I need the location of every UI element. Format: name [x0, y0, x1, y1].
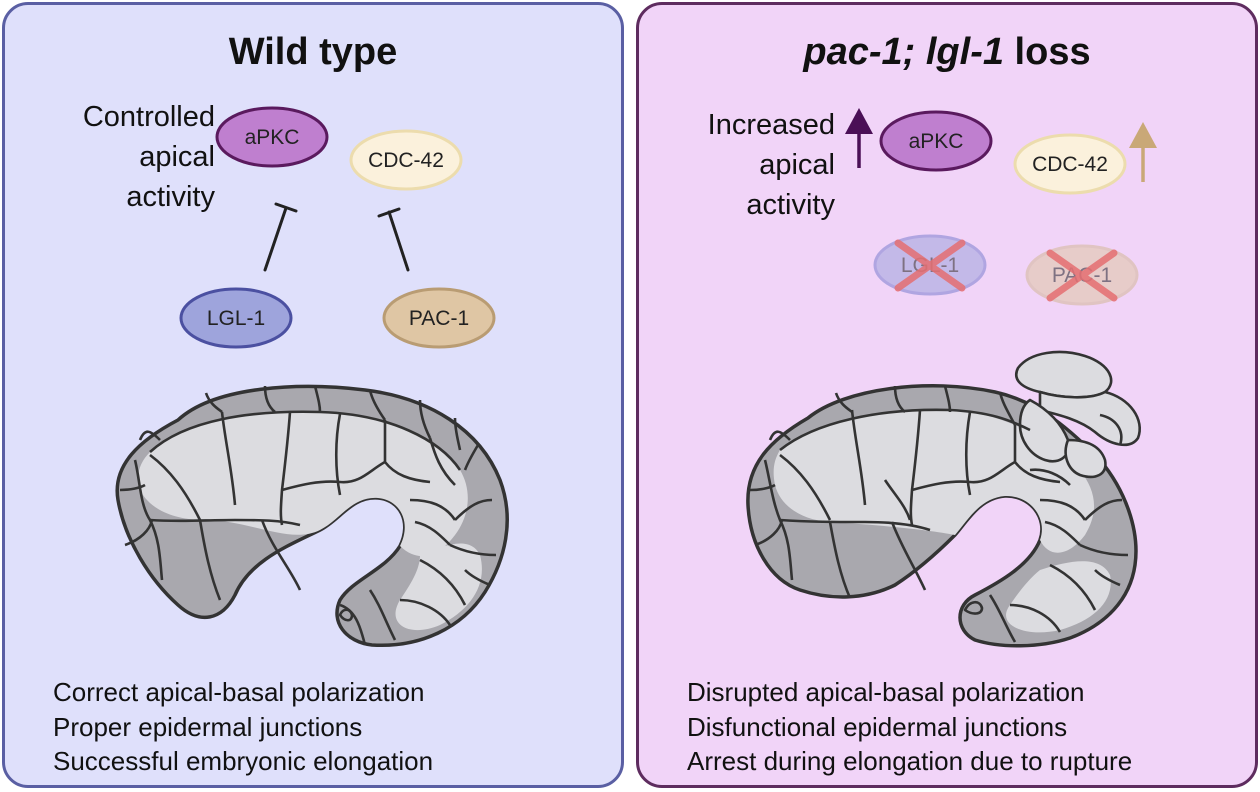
wt-apkc-oval	[215, 106, 329, 168]
mutant-cdc42-node: CDC-42	[1013, 133, 1127, 195]
lgl1-inhibits-apkc	[263, 202, 298, 272]
outcome-polarization: Correct apical-basal polarization	[53, 677, 425, 707]
wild-type-embryo	[115, 384, 509, 648]
increased-activity-label: Increased apical activity	[707, 109, 835, 221]
outcome-junctions: Proper epidermal junctions	[53, 711, 363, 742]
wt-lgl1-node: LGL-1	[179, 287, 293, 349]
wt-cdc42-oval	[349, 129, 463, 191]
mutant-cdc42-oval	[1013, 133, 1127, 195]
wt-pac1-oval	[382, 287, 496, 349]
mutant-embryo	[746, 350, 1141, 648]
wt-lgl1-oval	[179, 287, 293, 349]
svg-text:CDC-42: CDC-42	[368, 149, 444, 172]
controlled-activity-label: Controlled apical activity	[82, 101, 215, 213]
mutant-title: pac-1; lgl-1 loss	[803, 31, 1091, 73]
apkc-increase-arrow-icon	[845, 108, 873, 168]
cdc42-increase-arrow-icon	[1129, 122, 1157, 182]
wild-type-title: Wild type	[228, 31, 398, 73]
wt-pac1-node: PAC-1	[382, 287, 496, 349]
mutant-apkc-oval	[879, 110, 993, 172]
mutant-outcomes: Disrupted apical-basal polarization Disf…	[687, 675, 1132, 779]
svg-text:LGL-1: LGL-1	[207, 307, 265, 330]
outcome-rupture: Arrest during elongation due to rupture	[687, 746, 1133, 776]
svg-text:aPKC: aPKC	[909, 130, 964, 153]
mutant-apkc-node: aPKC	[879, 110, 993, 172]
wt-cdc42-node: CDC-42	[349, 129, 463, 191]
wild-type-outcomes: Correct apical-basal polarization Proper…	[53, 675, 433, 779]
svg-text:PAC-1: PAC-1	[409, 307, 469, 330]
wt-apkc-node: aPKC	[215, 106, 329, 168]
svg-text:aPKC: aPKC	[245, 126, 300, 149]
outcome-polarization: Disrupted apical-basal polarization	[687, 677, 1085, 707]
pac1-loss-cross-icon	[1046, 249, 1118, 302]
outcome-junctions: Disfunctional epidermal junctions	[687, 711, 1068, 742]
outcome-elongation: Successful embryonic elongation	[53, 746, 434, 776]
svg-text:CDC-42: CDC-42	[1032, 153, 1108, 176]
pac1-inhibits-cdc42	[377, 207, 410, 272]
lgl1-loss-cross-icon	[894, 239, 966, 292]
